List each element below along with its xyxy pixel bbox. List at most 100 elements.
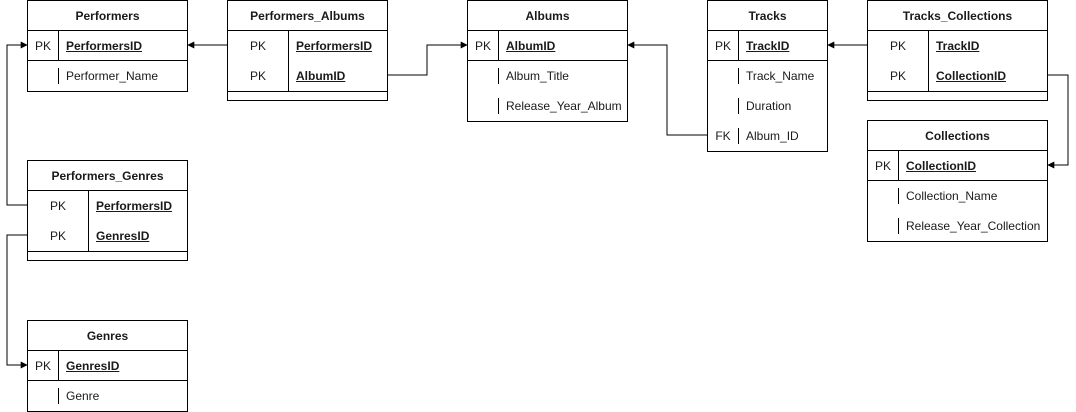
field-name: AlbumID	[506, 39, 556, 53]
primary-key-row[interactable]: PK PerformersID	[28, 31, 187, 61]
field-name: Album_Title	[506, 69, 569, 83]
connector-tracks-to-albums	[627, 41, 707, 136]
primary-key-row[interactable]: PK TrackID	[708, 31, 827, 61]
field-row[interactable]: Release_Year_Collection	[868, 211, 1047, 241]
connector-performers-albums-to-albums	[388, 41, 468, 76]
field-row[interactable]: Duration	[708, 91, 827, 121]
entity-title: Performers_Albums	[228, 1, 387, 31]
entity-title: Tracks	[708, 1, 827, 31]
primary-key-row[interactable]: PK CollectionID	[868, 151, 1047, 181]
column-divider	[738, 128, 739, 144]
primary-key-row[interactable]: PK AlbumID	[468, 31, 627, 61]
field-name: Duration	[746, 99, 792, 113]
field-name: GenresID	[96, 229, 150, 243]
field-name: Album_ID	[746, 129, 799, 143]
key-marker	[708, 91, 738, 121]
field-name: CollectionID	[906, 159, 977, 173]
column-divider	[88, 221, 89, 251]
key-marker: PK	[714, 39, 731, 53]
key-marker: PK	[34, 39, 51, 53]
key-marker: PK	[874, 159, 891, 173]
key-marker: FK	[715, 129, 731, 143]
entity-title: Tracks_Collections	[868, 1, 1047, 31]
connector-performers-genres-to-genres	[6, 234, 28, 369]
key-marker	[468, 91, 498, 121]
field-name: GenresID	[66, 359, 120, 373]
column-divider	[928, 61, 929, 91]
column-divider	[58, 388, 59, 404]
key-marker	[468, 61, 498, 91]
column-divider	[738, 98, 739, 114]
column-divider	[738, 31, 739, 60]
field-name: Collection_Name	[906, 189, 998, 203]
entity-title: Collections	[868, 121, 1047, 151]
field-row[interactable]: Album_Title	[468, 61, 627, 91]
column-divider	[898, 188, 899, 204]
connector-performers-genres-to-performers	[6, 41, 28, 206]
column-divider	[58, 68, 59, 84]
key-marker	[868, 181, 898, 211]
entity-footer	[28, 252, 187, 260]
key-marker: PK	[34, 359, 51, 373]
column-divider	[288, 61, 289, 91]
entity-title: Performers_Genres	[28, 161, 187, 191]
key-marker	[28, 61, 58, 91]
field-row[interactable]: FK Album_ID	[708, 121, 827, 151]
column-divider	[928, 31, 929, 61]
key-marker	[708, 61, 738, 91]
key-field-group: PK PerformersID PK GenresID	[28, 191, 187, 252]
primary-key-row[interactable]: PK GenresID	[28, 351, 187, 381]
key-marker	[28, 381, 58, 411]
field-name: TrackID	[746, 39, 790, 53]
field-row[interactable]: Genre	[28, 381, 187, 411]
primary-key-row[interactable]: PK PerformersID	[28, 191, 187, 221]
field-row[interactable]: Track_Name	[708, 61, 827, 91]
field-name: Genre	[66, 389, 100, 403]
entity-title: Genres	[28, 321, 187, 351]
field-name: PerformersID	[96, 199, 173, 213]
field-name: PerformersID	[66, 39, 143, 53]
key-marker: PK	[49, 199, 66, 213]
field-row[interactable]: Release_Year_Album	[468, 91, 627, 121]
field-name: Performer_Name	[66, 69, 159, 83]
primary-key-row[interactable]: PK GenresID	[28, 221, 187, 251]
column-divider	[498, 98, 499, 114]
column-divider	[58, 351, 59, 380]
key-marker	[868, 211, 898, 241]
key-marker: PK	[889, 69, 906, 83]
primary-key-row[interactable]: PK PerformersID	[228, 31, 387, 61]
column-divider	[58, 31, 59, 60]
field-row[interactable]: Performer_Name	[28, 61, 187, 91]
entity-title: Performers	[28, 1, 187, 31]
column-divider	[498, 31, 499, 60]
column-divider	[288, 31, 289, 61]
column-divider	[898, 218, 899, 234]
column-divider	[498, 68, 499, 84]
key-marker: PK	[49, 229, 66, 243]
field-row[interactable]: Collection_Name	[868, 181, 1047, 211]
key-marker: PK	[474, 39, 491, 53]
key-marker: PK	[249, 69, 266, 83]
field-name: Release_Year_Collection	[906, 219, 1041, 233]
key-marker: PK	[889, 39, 906, 53]
column-divider	[898, 151, 899, 180]
connector-tracks-collections-to-collections	[1047, 74, 1069, 169]
field-name: PerformersID	[296, 39, 373, 53]
column-divider	[738, 68, 739, 84]
entity-title: Albums	[468, 1, 627, 31]
entity-footer	[868, 92, 1047, 100]
key-marker: PK	[249, 39, 266, 53]
